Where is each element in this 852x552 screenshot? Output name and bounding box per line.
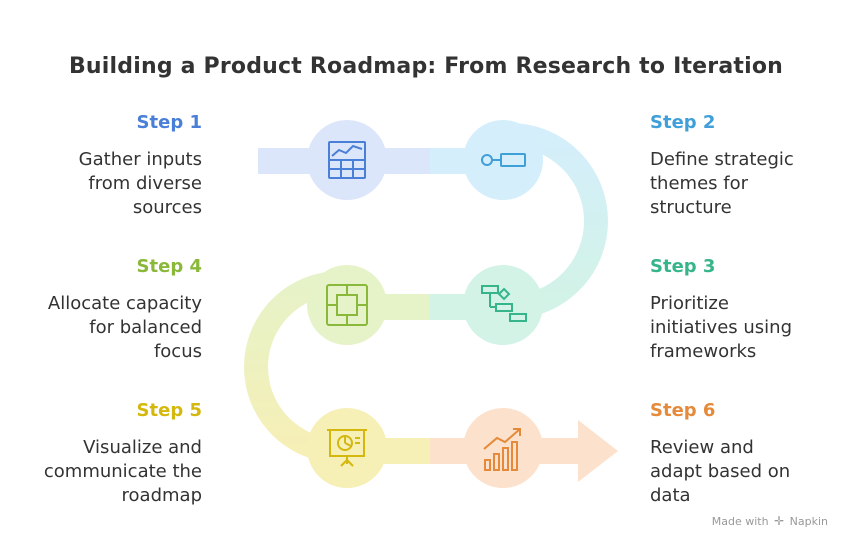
step4-description: Allocate capacity for balanced focus: [47, 293, 202, 362]
step3-description: Prioritize initiatives using frameworks: [650, 293, 793, 362]
page-title: Building a Product Roadmap: From Researc…: [68, 54, 784, 79]
step5-description: Visualize and communicate the roadmap: [43, 437, 202, 506]
presentation-board-icon: [327, 429, 367, 467]
step3-label: Step 3: [650, 256, 716, 277]
step5-label: Step 5: [136, 400, 202, 421]
step6-description: Review and adapt based on data: [650, 437, 791, 506]
curve-step2-to-step3: [509, 123, 608, 319]
step4-label: Step 4: [136, 256, 202, 277]
step1-description: Gather inputs from diverse sources: [78, 149, 202, 218]
step6-label: Step 6: [650, 400, 716, 421]
step1-label: Step 1: [136, 112, 202, 133]
step2-label: Step 2: [650, 112, 716, 133]
grid-chart-icon: [328, 141, 366, 179]
arrow-head: [578, 420, 618, 482]
key-node-icon: [481, 153, 526, 167]
napkin-brand-text: Napkin: [789, 515, 828, 528]
step2-circle: [463, 120, 543, 200]
step2-description: Define strategic themes for structure: [650, 149, 794, 218]
curve-step4-to-step5: [244, 271, 341, 463]
made-with-napkin-credit: Made with ✛ Napkin: [712, 514, 828, 528]
step4-circle: [307, 265, 387, 345]
growth-chart-icon: [483, 428, 521, 471]
flow-diagram-icon: [481, 285, 527, 322]
made-with-text: Made with: [711, 515, 769, 528]
step5-circle: [307, 408, 387, 488]
napkin-logo-icon: ✛: [774, 514, 785, 528]
allocation-grid-icon: [326, 284, 368, 326]
